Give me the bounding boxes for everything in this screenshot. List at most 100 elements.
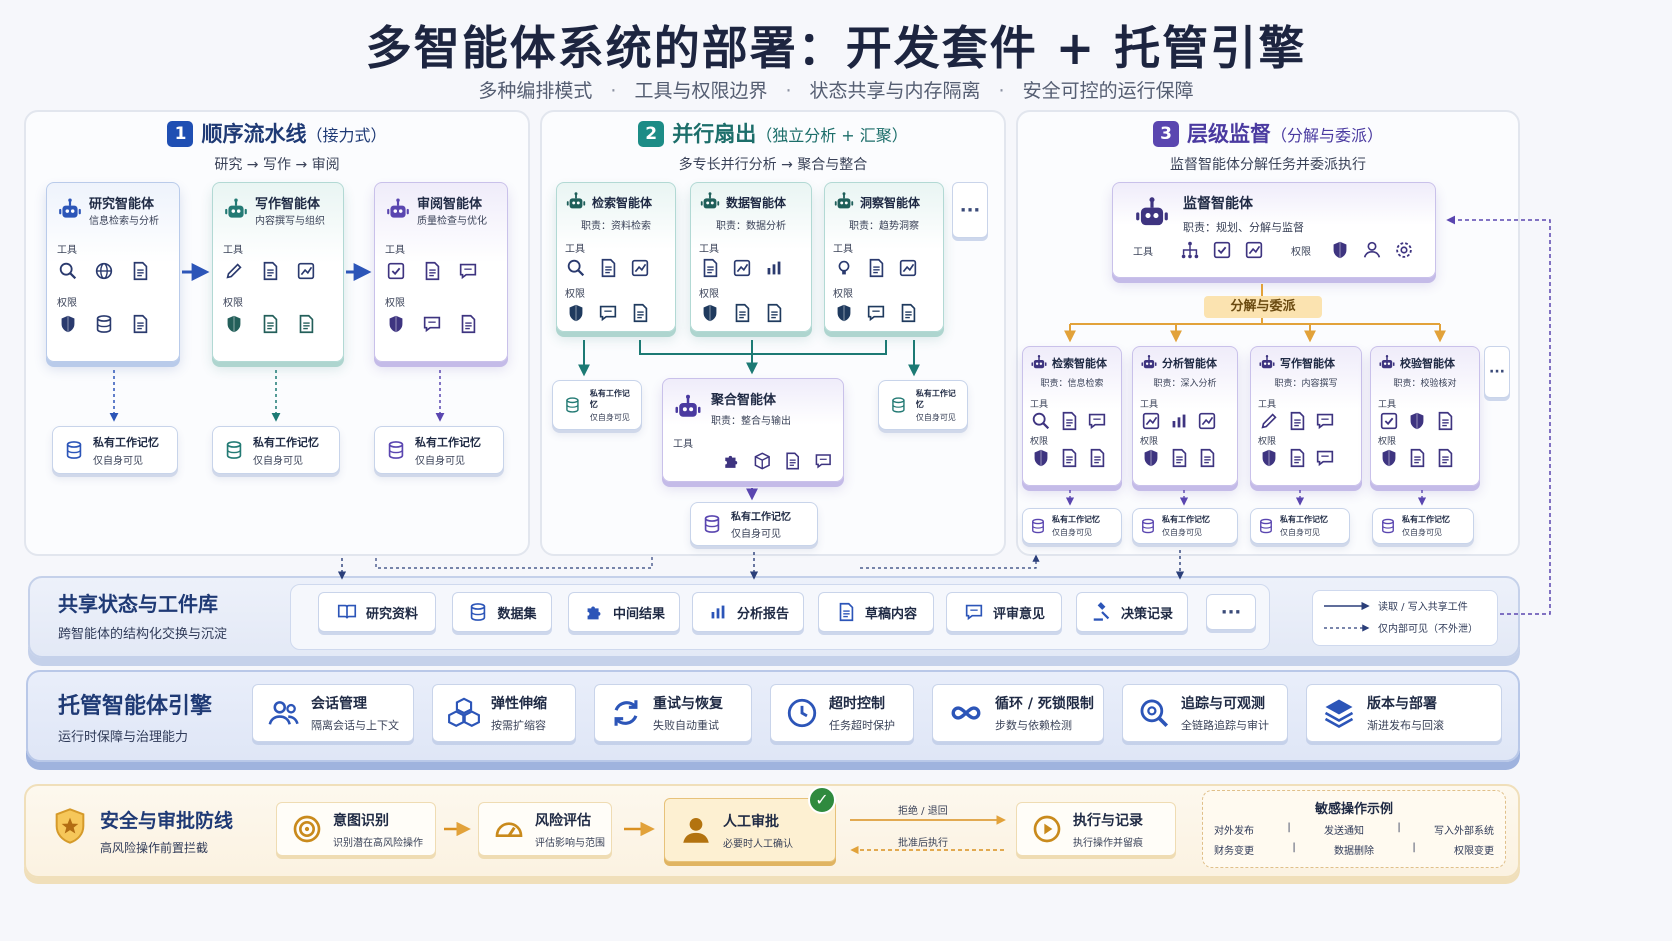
- host-timeout-control[interactable]: 超时控制任务超时保护: [770, 684, 914, 742]
- perms-label: 权限: [833, 289, 853, 300]
- people-icon: [267, 696, 301, 730]
- memory-sub: 仅自身可见: [1402, 528, 1442, 537]
- database-icon: [889, 394, 908, 416]
- host-retry-recovery[interactable]: 重试与恢复失败自动重试: [594, 684, 752, 742]
- safety-step-title: 人工审批: [723, 813, 779, 830]
- panel-hierarchical: [1016, 110, 1520, 556]
- agent-name: 研究智能体: [89, 197, 155, 212]
- agent-card-worker[interactable]: 分析智能体 职责：深入分析 工具 权限: [1132, 346, 1238, 486]
- safety-step-desc: 识别潜在高风险操作: [333, 837, 423, 849]
- shield-icon: [565, 302, 587, 324]
- memory-title: 私有工作记忆: [915, 388, 956, 409]
- agent-name: 校验智能体: [1400, 357, 1455, 370]
- tools-label: 工具: [1030, 400, 1049, 410]
- agent-card-review[interactable]: 审阅智能体质量检查与优化 工具 权限: [374, 182, 508, 362]
- artifact-report[interactable]: 分析报告: [692, 592, 804, 632]
- chat-icon: [457, 260, 479, 282]
- safety-execute-record[interactable]: 执行与记录执行操作并留痕: [1016, 802, 1176, 856]
- memory-sub: 仅自身可见: [1280, 528, 1320, 537]
- host-session-management[interactable]: 会话管理隔离会话与上下文: [252, 684, 414, 742]
- agent-desc: 职责：整合与输出: [711, 416, 791, 427]
- puzzle-icon: [721, 450, 742, 472]
- shield-icon: [833, 302, 855, 324]
- document-icon: [731, 302, 753, 324]
- agent-card-aggregator[interactable]: 聚合智能体职责：整合与输出 工具: [662, 378, 844, 482]
- chart-icon: [1196, 410, 1218, 432]
- safety-step-title: 执行与记录: [1073, 812, 1143, 829]
- memory-title: 私有工作记忆: [1162, 515, 1210, 524]
- agent-card-writing[interactable]: 写作智能体内容撰写与组织 工具 权限: [212, 182, 344, 362]
- perms-label: 权限: [1378, 437, 1397, 447]
- shield-icon: [385, 313, 407, 335]
- memory-title: 私有工作记忆: [589, 388, 630, 409]
- document-icon: [1286, 410, 1308, 432]
- robot-icon: [1133, 195, 1171, 233]
- refresh-icon: [609, 696, 643, 730]
- tools-label: 工具: [57, 245, 77, 256]
- safety-risk-assessment[interactable]: 风险评估评估影响与范围: [478, 802, 612, 856]
- artifact-review[interactable]: 评审意见: [946, 592, 1062, 632]
- artifact-draft[interactable]: 草稿内容: [818, 592, 934, 632]
- database-icon: [1029, 517, 1047, 535]
- more-agents-button[interactable]: ···: [1484, 346, 1510, 398]
- agent-desc: 职责：趋势洞察: [849, 221, 919, 232]
- bar-chart-icon: [763, 257, 785, 279]
- host-elastic-scaling[interactable]: 弹性伸缩按需扩缩容: [432, 684, 576, 742]
- database-icon: [563, 394, 582, 416]
- agent-card-worker[interactable]: 检索智能体 职责：信息检索 工具 权限: [1022, 346, 1122, 486]
- agent-name: 聚合智能体: [711, 393, 777, 408]
- delegate-label: 分解与委派: [1204, 296, 1322, 318]
- artifact-decision[interactable]: 决策记录: [1076, 592, 1188, 632]
- pen-icon: [223, 260, 245, 282]
- artifact-intermediate[interactable]: 中间结果: [568, 592, 680, 632]
- host-tracing-observability[interactable]: 追踪与可观测全链路追踪与审计: [1122, 684, 1288, 742]
- layers-icon: [1321, 695, 1357, 731]
- clock-icon: [785, 696, 819, 730]
- panel1-title: 顺序流水线: [201, 122, 307, 146]
- artifact-label: 评审意见: [992, 606, 1045, 622]
- host-item-title: 超时控制: [829, 696, 885, 712]
- safety-human-approval[interactable]: 人工审批必要时人工确认: [664, 798, 836, 862]
- document-icon: [295, 313, 317, 335]
- agent-card-supervisor[interactable]: 监督智能体职责：规划、分解与监督 工具 权限: [1112, 182, 1436, 278]
- hierarchy-icon: [1179, 239, 1201, 261]
- document-icon: [782, 450, 803, 472]
- safety-heading: 安全与审批防线 高风险操作前置拦截: [100, 806, 233, 856]
- safety-step-desc: 评估影响与范围: [535, 837, 605, 849]
- shield-icon: [223, 313, 245, 335]
- agent-card-worker[interactable]: 校验智能体 职责：校验核对 工具 权限: [1370, 346, 1480, 486]
- step-badge: 3: [1152, 121, 1179, 147]
- search-icon: [57, 260, 79, 282]
- perms-label: 权限: [1030, 437, 1049, 447]
- agent-card-insight[interactable]: 洞察智能体 职责：趋势洞察 工具 权限: [824, 182, 944, 332]
- shield-icon: [1258, 447, 1280, 469]
- perms-label: 权限: [1140, 437, 1159, 447]
- database-icon: [93, 313, 115, 335]
- more-agents-button[interactable]: ···: [952, 182, 988, 238]
- host-item-desc: 隔离会话与上下文: [311, 719, 399, 732]
- safety-intent-recognition[interactable]: 意图识别识别潜在高风险操作: [276, 802, 436, 856]
- infinity-icon: [947, 696, 985, 730]
- chart-icon: [897, 257, 919, 279]
- perms-label: 权限: [57, 298, 77, 309]
- hosted-engine-heading: 托管智能体引擎 运行时保障与治理能力: [58, 688, 212, 745]
- database-icon: [467, 601, 489, 623]
- agent-card-worker[interactable]: 写作智能体 职责：内容撰写 工具 权限: [1250, 346, 1362, 486]
- agent-card-research[interactable]: 研究智能体信息检索与分析 工具 权限: [46, 182, 180, 362]
- lightbulb-icon: [833, 257, 855, 279]
- more-artifacts-button[interactable]: ···: [1206, 594, 1256, 630]
- host-loop-deadlock[interactable]: 循环 / 死锁限制步数与依赖检测: [932, 684, 1104, 742]
- agent-card-data[interactable]: 数据智能体 职责：数据分析 工具 权限: [690, 182, 812, 332]
- document-icon: [897, 302, 919, 324]
- host-version-deploy[interactable]: 版本与部署渐进发布与回滚: [1306, 684, 1502, 742]
- tools-label: 工具: [565, 244, 585, 255]
- private-memory: 私有工作记忆仅自身可见: [1372, 508, 1474, 544]
- tools-label: 工具: [1378, 400, 1397, 410]
- agent-card-retrieval[interactable]: 检索智能体 职责：资料检索 工具 权限: [556, 182, 676, 332]
- document-icon: [865, 257, 887, 279]
- artifact-research[interactable]: 研究资料: [318, 592, 436, 632]
- database-icon: [1379, 517, 1397, 535]
- chat-icon: [865, 302, 887, 324]
- private-memory: 私有工作记忆仅自身可见: [1250, 508, 1350, 544]
- artifact-dataset[interactable]: 数据集: [452, 592, 552, 632]
